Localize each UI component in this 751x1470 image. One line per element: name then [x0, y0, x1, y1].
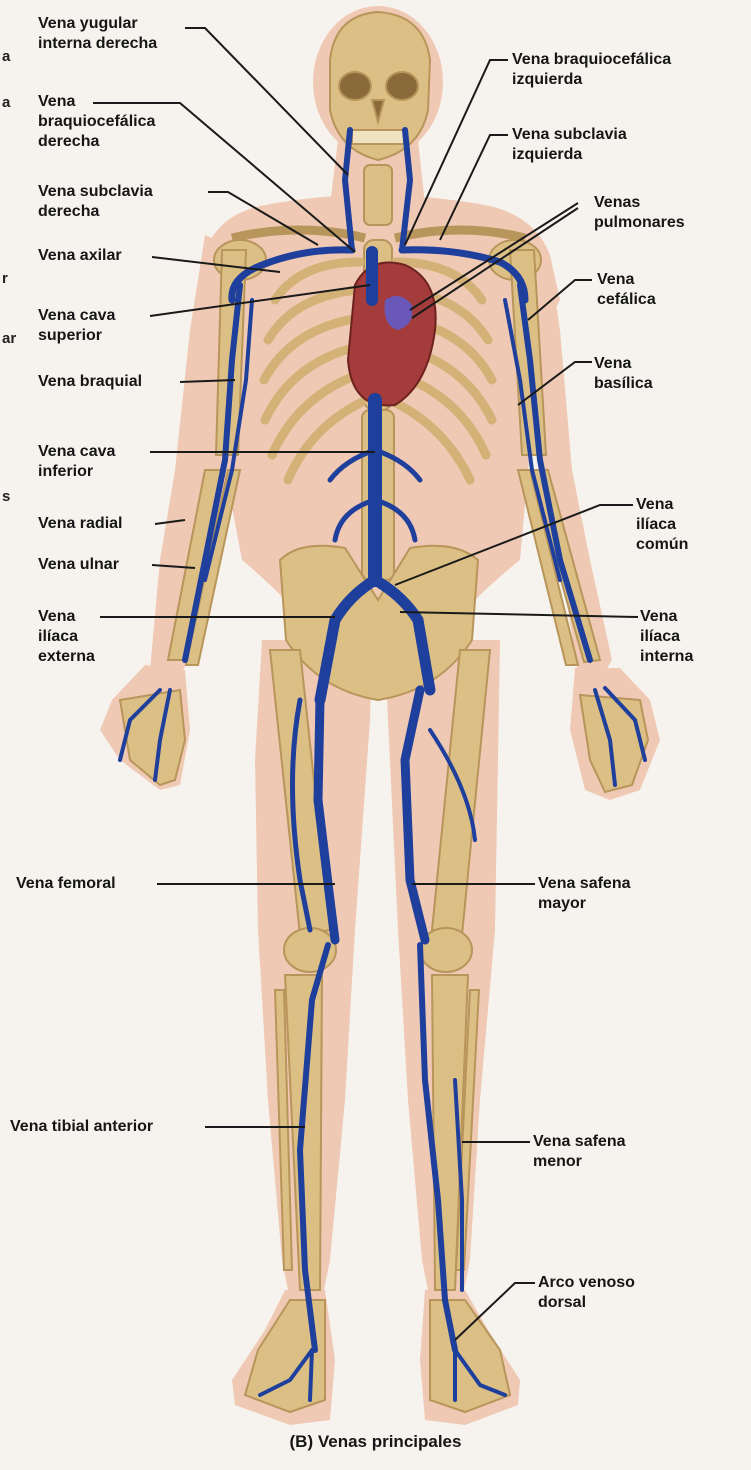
- label-vena-yugular-interna-derecha: Vena yugular interna derecha: [38, 14, 157, 54]
- label-vena-cava-superior: Vena cava superior: [38, 306, 115, 346]
- label-venas-pulmonares: Venas pulmonares: [594, 193, 685, 233]
- label-vena-ulnar: Vena ulnar: [38, 555, 119, 575]
- edge-fragment: ar: [2, 330, 16, 347]
- edge-fragment: a: [2, 48, 10, 65]
- label-vena-safena-mayor: Vena safena mayor: [538, 874, 631, 914]
- label-vena-braquiocefalica-derecha: Vena braquiocefálica derecha: [38, 92, 155, 152]
- label-vena-cava-inferior: Vena cava inferior: [38, 442, 115, 482]
- label-vena-subclavia-izquierda: Vena subclavia izquierda: [512, 125, 627, 165]
- label-vena-safena-menor: Vena safena menor: [533, 1132, 626, 1172]
- edge-fragment: r: [2, 270, 8, 287]
- label-vena-axilar: Vena axilar: [38, 246, 122, 266]
- label-vena-braquial: Vena braquial: [38, 372, 142, 392]
- label-vena-femoral: Vena femoral: [16, 874, 116, 894]
- label-vena-tibial-anterior: Vena tibial anterior: [10, 1117, 153, 1137]
- edge-fragment: a: [2, 94, 10, 111]
- label-vena-iliaca-comun: Vena ilíaca común: [636, 495, 688, 555]
- label-vena-basilica: Vena basílica: [594, 354, 653, 394]
- label-vena-radial: Vena radial: [38, 514, 123, 534]
- label-vena-iliaca-externa: Vena ilíaca externa: [38, 607, 95, 667]
- label-vena-cefalica: Vena cefálica: [597, 270, 656, 310]
- label-vena-iliaca-interna: Vena ilíaca interna: [640, 607, 693, 667]
- label-arco-venoso-dorsal: Arco venoso dorsal: [538, 1273, 635, 1313]
- label-vena-braquiocefalica-izquierda: Vena braquiocefálica izquierda: [512, 50, 671, 90]
- edge-fragment: s: [2, 488, 10, 505]
- label-vena-subclavia-derecha: Vena subclavia derecha: [38, 182, 153, 222]
- figure-caption: (B) Venas principales: [0, 1432, 751, 1452]
